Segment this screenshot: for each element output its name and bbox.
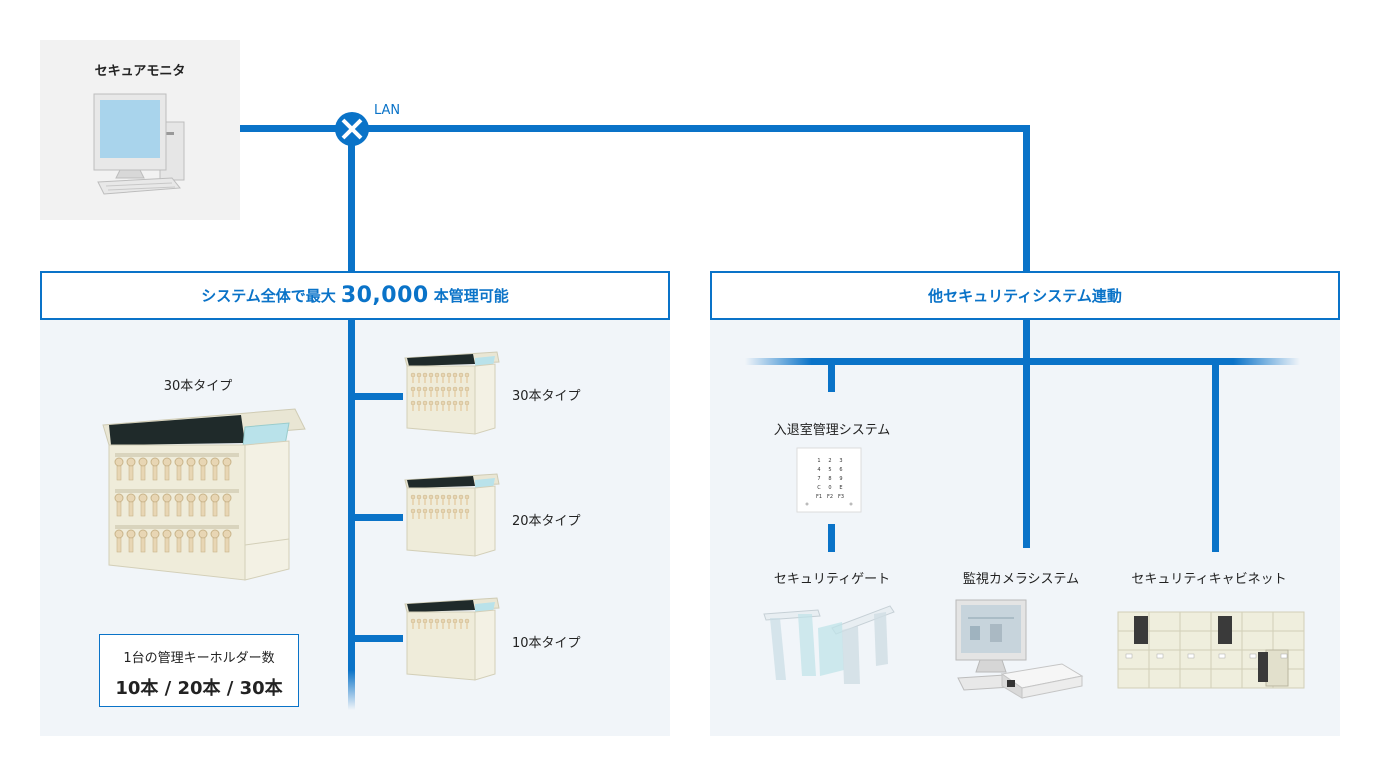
monitor-label: セキュアモニタ (94, 64, 186, 79)
keyholder-count-title: 1台の管理キーホルダー数 (123, 651, 275, 666)
lan-label: LAN (374, 103, 401, 118)
lan-line-monitor (240, 125, 352, 132)
security-cabinet-icon (1117, 611, 1305, 689)
keypad-key: 6 (839, 467, 842, 473)
lan-line-left-drop (348, 128, 355, 271)
keypad-key: 8 (828, 476, 831, 482)
keypad-key: 7 (817, 476, 820, 482)
keyholder-count-box: 1台の管理キーホルダー数 10本 / 20本 / 30本 (99, 634, 299, 707)
keypad-key: F1 (816, 494, 822, 500)
computer-icon (93, 93, 185, 195)
left-panel-header: システム全体で最大 30,000 本管理可能 (40, 271, 670, 320)
keypad-key: F3 (838, 494, 844, 500)
right-bus (745, 358, 1300, 365)
access-control-label: 入退室管理システム (773, 423, 891, 438)
drop-access (828, 362, 835, 392)
keypad-key: 4 (817, 467, 820, 473)
left-backbone (348, 318, 355, 670)
key-cabinet-30-icon (404, 351, 500, 435)
unit-label-10: 10本タイプ (512, 636, 581, 651)
keyholder-count-value: 10本 / 20本 / 30本 (115, 678, 283, 699)
right-panel-header: 他セキュリティシステム連動 (710, 271, 1340, 320)
branch-10 (350, 635, 403, 642)
keypad-icon: 1 2 3 4 5 6 7 8 9C 0 E F1 F2 F3 (796, 447, 862, 513)
header-text-pre: システム全体で最大 (201, 287, 336, 305)
keypad-key: 9 (839, 476, 842, 482)
lan-line-right-drop (1023, 125, 1030, 271)
right-header-text: 他セキュリティシステム連動 (928, 287, 1122, 305)
lan-line-main (350, 125, 1030, 132)
right-drop (1023, 318, 1030, 548)
big-unit-label: 30本タイプ (163, 379, 233, 394)
keypad-key: 5 (828, 467, 831, 473)
branch-20 (350, 514, 403, 521)
key-cabinet-large-icon (102, 408, 306, 581)
left-backbone-fade (348, 670, 355, 710)
unit-label-20: 20本タイプ (512, 514, 581, 529)
drop-cabinet (1212, 362, 1219, 552)
camera-system-icon (955, 599, 1084, 699)
keypad-key: 1 (817, 458, 820, 464)
header-text-post: 本管理可能 (433, 287, 509, 305)
lan-hub-icon (335, 112, 369, 146)
keypad-key: 3 (839, 458, 842, 464)
key-cabinet-20-icon (404, 473, 500, 557)
camera-label: 監視カメラシステム (962, 572, 1080, 587)
header-max-count: 30,000 (340, 283, 429, 308)
key-cabinet-10-icon (404, 597, 500, 681)
keypad-key: E (839, 485, 842, 491)
security-gate-icon (763, 605, 895, 684)
keypad-key: 0 (828, 485, 831, 491)
unit-label-30: 30本タイプ (512, 389, 581, 404)
drop-gate (828, 524, 835, 552)
keypad-key: F2 (827, 494, 833, 500)
keypad-key: 2 (828, 458, 831, 464)
keypad-key: C (817, 485, 821, 491)
cabinet-label: セキュリティキャビネット (1131, 572, 1287, 587)
branch-30 (350, 393, 403, 400)
gate-label: セキュリティゲート (773, 572, 891, 587)
